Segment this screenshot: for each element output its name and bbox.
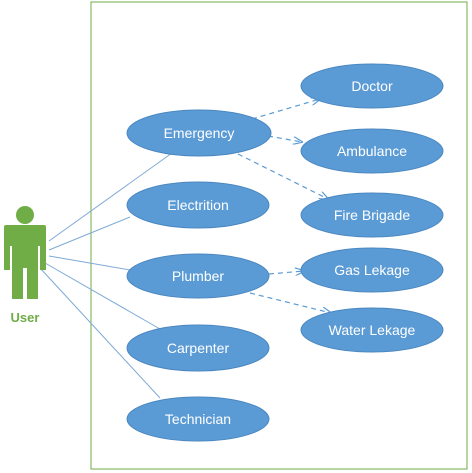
usecase-gas-lekage-label: Gas Lekage <box>334 262 410 278</box>
dependency-plumber-water-lekage <box>249 292 331 313</box>
usecase-plumber[interactable]: Plumber <box>126 253 270 299</box>
dependency-plumber-gas-lekage <box>268 271 304 274</box>
association-emergency <box>48 152 173 242</box>
dependency-arrows <box>237 99 331 313</box>
usecase-fire-brigade[interactable]: Fire Brigade <box>300 192 444 238</box>
actor-user[interactable]: User <box>4 206 46 325</box>
dependency-emergency-doctor <box>251 99 320 120</box>
actor-user-label: User <box>11 310 40 325</box>
usecase-electrition-label: Electrition <box>167 197 228 213</box>
system-boundary <box>90 1 468 470</box>
usecase-ambulance[interactable]: Ambulance <box>300 128 444 174</box>
usecase-water-lekage-label: Water Lekage <box>329 322 416 338</box>
usecase-technician-label: Technician <box>165 411 231 427</box>
dependency-emergency-fire-brigade <box>237 153 328 199</box>
dependency-emergency-ambulance <box>267 135 302 142</box>
usecase-fire-brigade-label: Fire Brigade <box>334 207 410 223</box>
usecase-carpenter-label: Carpenter <box>167 340 230 356</box>
usecase-doctor-label: Doctor <box>351 78 393 94</box>
person-icon <box>4 206 46 299</box>
association-carpenter <box>44 262 161 330</box>
usecase-doctor[interactable]: Doctor <box>300 63 444 109</box>
association-plumber <box>48 255 131 271</box>
usecase-water-lekage[interactable]: Water Lekage <box>300 307 444 353</box>
usecase-carpenter[interactable]: Carpenter <box>126 324 270 372</box>
usecase-ambulance-label: Ambulance <box>337 143 407 159</box>
usecase-gas-lekage[interactable]: Gas Lekage <box>300 247 444 293</box>
usecase-emergency-label: Emergency <box>164 125 235 141</box>
usecase-technician[interactable]: Technician <box>126 396 270 442</box>
association-technician <box>39 267 161 399</box>
usecase-emergency[interactable]: Emergency <box>126 109 272 157</box>
association-lines <box>39 152 173 399</box>
usecase-electrition[interactable]: Electrition <box>126 181 270 229</box>
association-electrition <box>48 216 131 251</box>
usecase-plumber-label: Plumber <box>172 268 224 284</box>
